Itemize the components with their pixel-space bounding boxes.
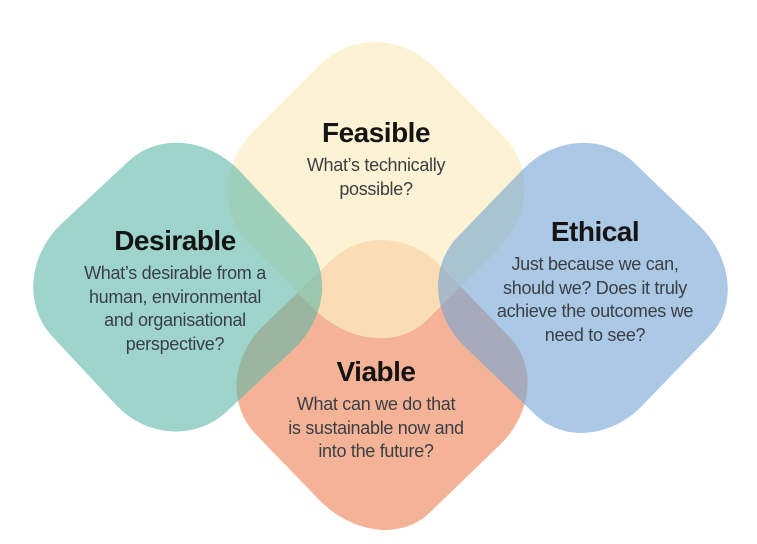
- feasible-description: What’s technically possible?: [306, 155, 446, 199]
- viable-description: What can we do that is sustainable now a…: [288, 394, 464, 461]
- desirable-label-block: Desirable What’s desirable from a human,…: [50, 226, 300, 356]
- ethical-label-block: Ethical Just because we can, should we? …: [470, 217, 720, 347]
- feasible-title: Feasible: [321, 117, 431, 148]
- ethical-title: Ethical: [550, 216, 640, 247]
- viable-title: Viable: [336, 356, 416, 387]
- viable-label-block: Viable What can we do that is sustainabl…: [256, 357, 496, 464]
- desirable-title: Desirable: [114, 225, 236, 256]
- ethical-description: Just because we can, should we? Does it …: [496, 254, 694, 345]
- desirable-description: What’s desirable from a human, environme…: [84, 263, 266, 354]
- feasible-label-block: Feasible What’s technically possible?: [246, 118, 506, 201]
